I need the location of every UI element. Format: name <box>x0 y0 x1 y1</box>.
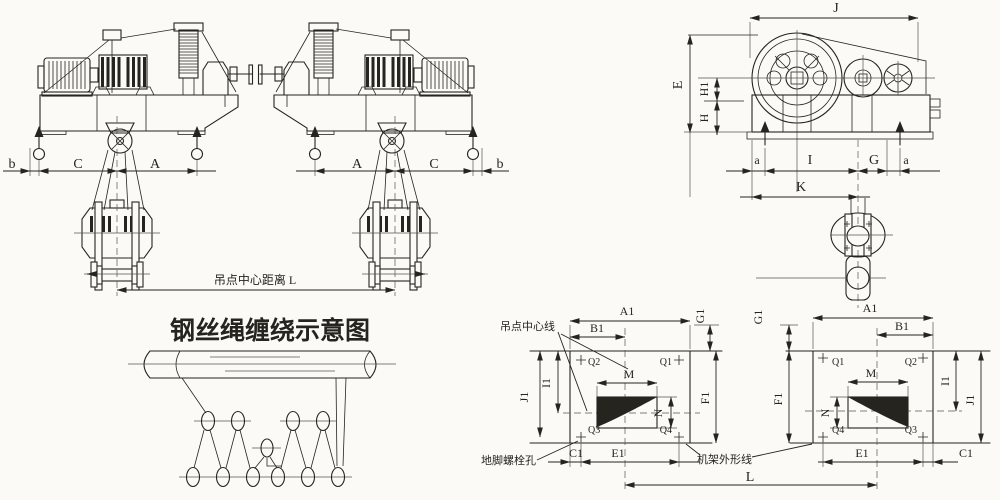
dim-b1-left: B1 <box>590 321 604 335</box>
dim-a-side-right: a <box>903 153 909 167</box>
dim-a-left: A <box>150 157 161 172</box>
dim-m-right: M <box>866 366 877 380</box>
dim-i: I <box>808 153 813 168</box>
gear-wheel-side <box>843 55 883 98</box>
dim-j1-right: J1 <box>963 395 977 406</box>
frame-outline-callout: 机架外形线 <box>697 452 752 466</box>
dim-l: L <box>746 470 755 485</box>
dim-b-right: b <box>497 157 504 172</box>
dim-a1-right: A1 <box>863 301 878 315</box>
dim-j: J <box>833 1 839 16</box>
bolt-label-q1-right: Q1 <box>832 357 844 368</box>
dim-e: E <box>671 81 686 90</box>
bolt-label-q4-right: Q4 <box>832 425 844 436</box>
anchor-bolt-callout: 地脚螺栓孔 <box>481 453 536 467</box>
lower-sheaves <box>185 466 346 488</box>
bolt-label-q2: Q2 <box>588 357 600 368</box>
dim-g1-left: G1 <box>693 309 707 324</box>
dim-e1-left: E1 <box>611 446 624 460</box>
bolt-label-q3: Q3 <box>588 425 600 436</box>
dim-k: K <box>796 180 806 195</box>
support-arrow-left <box>760 121 770 176</box>
dim-e1-right: E1 <box>855 446 868 460</box>
support-arrow-right <box>895 121 905 176</box>
load-wedge-right <box>848 397 908 427</box>
load-wedge-left <box>597 397 657 427</box>
equalizer-sheave <box>260 438 274 458</box>
bolt-label-q4: Q4 <box>660 425 672 436</box>
dim-h1: H1 <box>697 82 711 97</box>
dim-g: G <box>869 153 879 168</box>
front-view-drawing: 吊点中心距离 L b C A A C b <box>3 23 509 296</box>
dim-m-left: M <box>624 367 635 381</box>
trolley-frame-side <box>751 94 931 133</box>
dim-b1-right: B1 <box>895 319 909 333</box>
reeving-drum <box>128 350 396 379</box>
bolt-label-q2-right: Q2 <box>905 357 917 368</box>
dim-i1-right: I1 <box>938 376 952 386</box>
plan-view-right: A1 B1 G1 F1 I1 J1 M N Q1 Q2 Q4 Q3 E1 C1 <box>751 301 991 493</box>
side-view-drawing: J <box>671 1 941 308</box>
dim-c1-left: C1 <box>569 446 583 460</box>
dim-b-left: b <box>9 157 16 172</box>
dim-j1-left: J1 <box>517 392 531 403</box>
dim-c-left: C <box>73 157 82 172</box>
motor-side <box>883 61 913 95</box>
dim-a1-left: A1 <box>620 304 635 318</box>
anchor-bolt-holes-right <box>818 353 928 467</box>
hoist-centerline-callout: 吊点中心线 <box>500 319 555 333</box>
dim-n-right: N <box>818 408 832 417</box>
dim-f1-left: F1 <box>698 392 712 405</box>
dim-g1-right: G1 <box>751 310 765 325</box>
dim-c1-right: C1 <box>959 446 973 460</box>
dim-c-right: C <box>429 157 438 172</box>
dim-h: H <box>697 113 711 122</box>
dim-a-right: A <box>352 157 363 172</box>
plan-view-left: A1 B1 G1 I1 J1 F1 M N Q2 Q1 Q3 Q4 C1 E1 … <box>481 304 878 493</box>
dim-f1-right: F1 <box>771 393 785 406</box>
reeving-title: 钢丝绳缠绕示意图 <box>170 316 370 345</box>
reeving-diagram: 钢丝绳缠绕示意图 <box>128 316 396 488</box>
bolt-label-q3-right: Q3 <box>905 425 917 436</box>
upper-sheaves <box>200 410 331 432</box>
shaft-coupling <box>248 64 254 85</box>
hook-block-side <box>756 140 893 308</box>
dim-i1-left: I1 <box>539 378 553 388</box>
dim-a-side-left: a <box>754 153 760 167</box>
dim-n-left: N <box>651 408 665 417</box>
hook-span-label: 吊点中心距离 L <box>214 272 296 287</box>
bolt-label-q1: Q1 <box>660 357 672 368</box>
